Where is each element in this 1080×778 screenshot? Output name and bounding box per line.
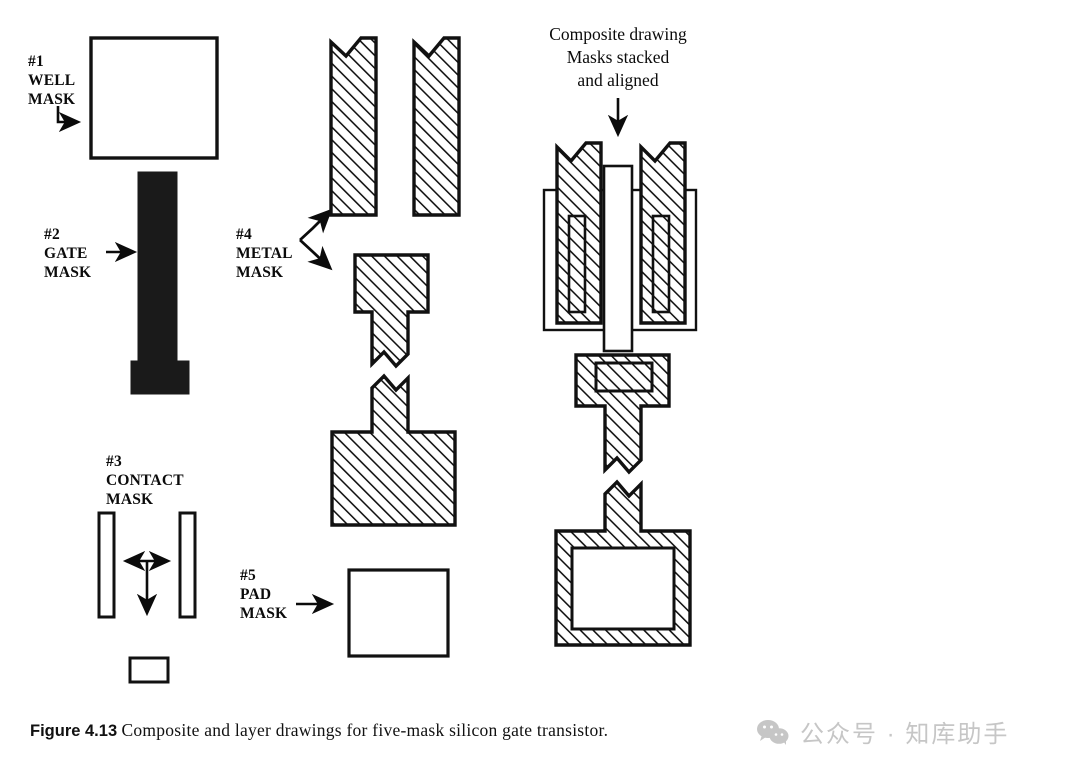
metal-mask-lower-body xyxy=(330,373,457,527)
mask-2-gate: #2 GATE MASK xyxy=(44,171,190,395)
composite-heading-line3: and aligned xyxy=(577,70,658,90)
mask-2-name-line2: MASK xyxy=(44,264,91,281)
pad-mask-square xyxy=(347,568,450,658)
mask-1-name-line2: MASK xyxy=(28,91,75,108)
metal-mask-upper-body xyxy=(353,253,430,369)
mask-5-number: #5 xyxy=(240,567,256,584)
metal-mask-bar-left xyxy=(329,36,378,217)
mask-2-name-line1: GATE xyxy=(44,245,88,262)
contact-mask-small-rect xyxy=(128,656,170,684)
mask-4-name-line1: METAL xyxy=(236,245,293,262)
contact-mask-arrows xyxy=(122,550,172,617)
mask-3-name-line1: CONTACT xyxy=(106,472,184,489)
composite-heading-line1: Composite drawing xyxy=(549,24,687,44)
composite-contact-left xyxy=(567,214,587,314)
composite-metal-bar-left xyxy=(555,141,603,325)
mask-2-number: #2 xyxy=(44,226,60,243)
gate-mask-shape xyxy=(130,171,190,395)
mask-5-name-line2: MASK xyxy=(240,605,287,622)
mask-4-name-line2: MASK xyxy=(236,264,283,281)
metal-mask-bar-right xyxy=(412,36,461,217)
mask-4-metal: #4 METAL MASK xyxy=(236,36,461,527)
composite-metal-bar-right xyxy=(639,141,687,325)
composite-drawing: Composite drawing Masks stacked and alig… xyxy=(542,24,698,647)
contact-mask-bar-right xyxy=(178,511,197,619)
figure-number: Figure 4.13 xyxy=(30,722,118,740)
watermark: 公众号 · 知库助手 xyxy=(756,714,1009,749)
contact-mask-bar-left xyxy=(97,511,116,619)
composite-contact-right xyxy=(651,214,671,314)
wechat-icon xyxy=(757,719,789,745)
mask-3-number: #3 xyxy=(106,453,122,470)
well-mask-square xyxy=(89,36,219,160)
mask-1-name-line1: WELL xyxy=(28,72,75,89)
figure-caption-text: Composite and layer drawings for five-ma… xyxy=(121,720,609,740)
mask-5-pad: #5 PAD MASK xyxy=(240,567,450,658)
mask-1-well: #1 WELL MASK xyxy=(28,36,219,160)
composite-middle-body xyxy=(574,353,671,475)
composite-heading-line2: Masks stacked xyxy=(567,47,670,67)
mask-1-arrow xyxy=(56,106,82,133)
mask-3-contact: #3 CONTACT MASK xyxy=(97,453,197,684)
mask-5-name-line1: PAD xyxy=(240,586,271,603)
mask-4-number: #4 xyxy=(236,226,252,243)
mask-4-arrow-branch xyxy=(299,208,333,271)
watermark-text: 公众号 · 知库助手 xyxy=(800,721,1010,748)
composite-pad-opening xyxy=(570,546,676,631)
composite-contact-middle xyxy=(594,361,654,393)
mask-3-name-line2: MASK xyxy=(106,491,153,508)
composite-gate-bar xyxy=(602,164,634,353)
mask-1-number: #1 xyxy=(28,53,44,70)
figure-caption: Figure 4.13 Composite and layer drawings… xyxy=(30,718,730,743)
